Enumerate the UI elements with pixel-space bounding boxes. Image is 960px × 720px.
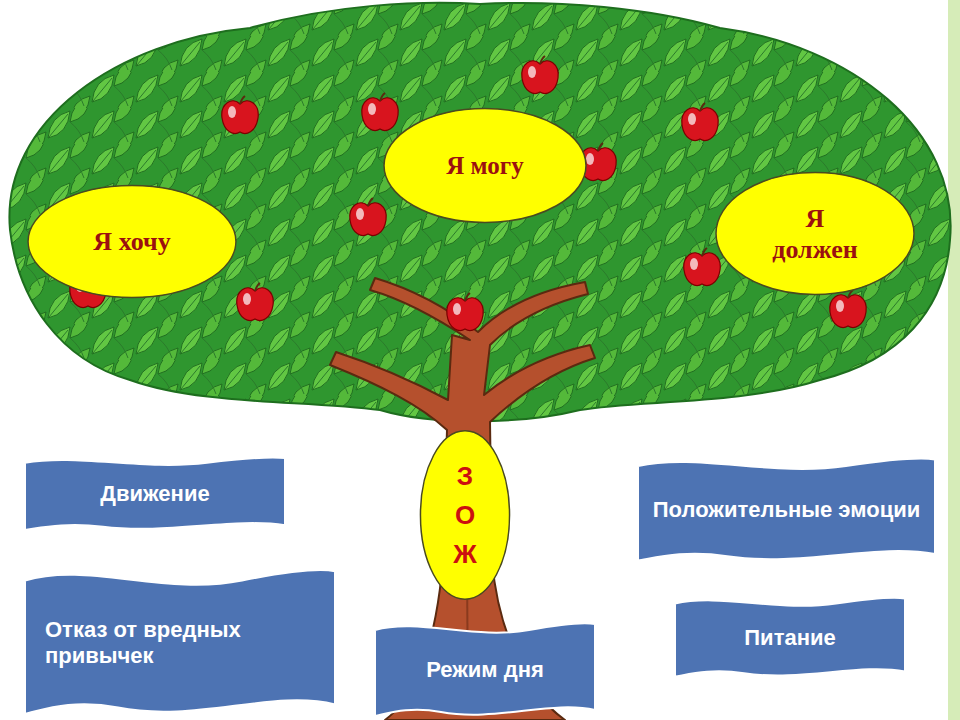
oval-label: ЗОЖ xyxy=(452,457,478,574)
oval-outline xyxy=(716,173,914,295)
topic-banner: Режим дня xyxy=(375,620,595,720)
text-group: Движение xyxy=(40,481,270,507)
text-group: Я хочу xyxy=(92,226,172,257)
banner-label: Режим дня xyxy=(426,657,544,683)
banner-label: Положительные эмоции xyxy=(653,497,920,523)
trunk-oval: ЗОЖ xyxy=(420,430,510,600)
banner-outline xyxy=(675,598,905,677)
oval-shape xyxy=(715,172,915,295)
tree-trunk xyxy=(330,278,595,720)
banner-label: Движение xyxy=(100,481,209,507)
text-group: ЗОЖ xyxy=(445,457,485,574)
topic-banner: Питание xyxy=(675,595,905,680)
banner-label: Отказ от вредных привычек xyxy=(45,616,315,669)
oval-label: Я хочу xyxy=(93,226,170,257)
goal-oval: Я хочу xyxy=(27,185,237,298)
banner-outline xyxy=(25,570,335,714)
banner-outline xyxy=(25,458,285,530)
oval-outline xyxy=(28,186,236,298)
text-group: Питание xyxy=(688,624,892,650)
oval-outline xyxy=(384,109,586,223)
text-group: Положительные эмоции xyxy=(652,497,922,523)
text-group: Я могу xyxy=(400,151,570,181)
topic-banner: Движение xyxy=(25,455,285,533)
goal-oval: Я могу xyxy=(383,108,587,223)
goal-oval: Я должен xyxy=(715,172,915,295)
edge-stripe xyxy=(948,0,960,720)
oval-label: Я должен xyxy=(765,202,865,264)
banner-outline xyxy=(375,623,595,716)
text-group: Режим дня xyxy=(387,657,583,683)
banner-outline xyxy=(638,459,935,561)
text-group: Я должен xyxy=(765,202,865,264)
oval-outline xyxy=(420,431,509,599)
banner-label: Питание xyxy=(744,624,835,650)
oval-label: Я могу xyxy=(446,151,523,181)
text-group: Отказ от вредных привычек xyxy=(45,616,315,669)
topic-banner: Положительные эмоции xyxy=(638,455,935,565)
topic-banner: Отказ от вредных привычек xyxy=(25,565,335,720)
